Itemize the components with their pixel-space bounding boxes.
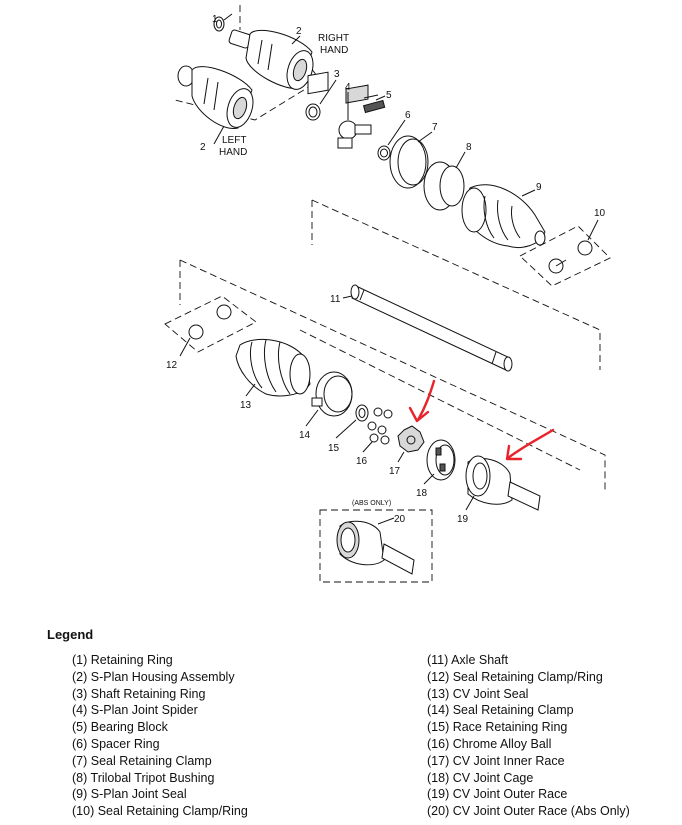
callout-12: 12: [166, 360, 178, 371]
dashed-outline-lower: [179, 259, 606, 492]
legend-item: (14) Seal Retaining Clamp: [427, 703, 574, 718]
callout-13: 13: [240, 400, 252, 411]
part-13-cv-joint-seal: [235, 338, 311, 397]
part-20-outer-race-abs: [319, 509, 433, 583]
legend-item: (10) Seal Retaining Clamp/Ring: [72, 804, 248, 819]
legend-item: (3) Shaft Retaining Ring: [72, 686, 206, 701]
callout-numbers: 1 2 2 3 4 5 6 7 8 9 10 11 12 13 14 15 16…: [166, 14, 606, 525]
callout-2-left: 2: [200, 142, 206, 153]
legend-column-left: (1) Retaining Ring (2) S-Plan Housing Ass…: [72, 652, 248, 820]
part-11-axle-shaft: [350, 284, 513, 372]
legend-item: (18) CV Joint Cage: [427, 770, 534, 785]
part-9-joint-seal: [461, 184, 546, 248]
left-hand-label-1: LEFT: [222, 135, 246, 146]
callout-7: 7: [432, 122, 438, 133]
part-16-chrome-alloy-ball: [367, 407, 393, 445]
callout-18: 18: [416, 488, 428, 499]
callout-14: 14: [299, 430, 311, 441]
part-19-outer-race: [465, 455, 541, 511]
right-hand-label-2: HAND: [320, 45, 348, 56]
legend-item: (17) CV Joint Inner Race: [427, 753, 565, 768]
part-7-seal-retaining-clamp: [389, 135, 429, 189]
callout-3: 3: [334, 69, 340, 80]
part-5-bearing-block: [362, 94, 386, 114]
legend-item: (13) CV Joint Seal: [427, 686, 529, 701]
callout-15: 15: [328, 443, 340, 454]
callout-5: 5: [386, 90, 392, 101]
legend-item: (6) Spacer Ring: [72, 736, 160, 751]
legend-item: (12) Seal Retaining Clamp/Ring: [427, 669, 603, 684]
part-10-clamp-ring: [519, 225, 611, 287]
callout-20: 20: [394, 514, 406, 525]
legend-column-right: (11) Axle Shaft (12) Seal Retaining Clamp…: [427, 652, 630, 820]
callout-2-right: 2: [296, 26, 302, 37]
part-17-inner-race: [397, 425, 425, 453]
callout-9: 9: [536, 182, 542, 193]
part-1-retaining-ring: [213, 13, 233, 32]
callout-16: 16: [356, 456, 368, 467]
callout-1: 1: [212, 14, 218, 25]
callout-11: 11: [330, 294, 341, 305]
part-14-seal-retaining-clamp: [311, 371, 353, 417]
legend-item: (2) S-Plan Housing Assembly: [72, 669, 235, 684]
legend-item: (16) Chrome Alloy Ball: [427, 736, 552, 751]
right-hand-label-1: RIGHT: [318, 33, 349, 44]
legend-item: (7) Seal Retaining Clamp: [72, 753, 212, 768]
part-12-clamp-ring: [164, 295, 257, 353]
left-hand-label-2: HAND: [219, 147, 247, 158]
leader-lines: [179, 35, 599, 525]
part-6-spacer-ring: [377, 145, 391, 161]
legend-item: (20) CV Joint Outer Race (Abs Only): [427, 804, 630, 819]
legend-title: Legend: [47, 627, 94, 642]
part-4-joint-spider: [307, 71, 372, 149]
abs-only-label: (ABS ONLY): [352, 500, 391, 507]
dashed-outline-shaft: [311, 199, 601, 370]
legend-item: (4) S-Plan Joint Spider: [72, 703, 198, 718]
part-2-housing-left: [177, 65, 254, 129]
legend-item: (15) Race Retaining Ring: [427, 720, 568, 735]
part-8-tripot-bushing: [423, 161, 465, 211]
part-3-shaft-retaining-ring: [305, 103, 321, 121]
part-2-housing-right: [228, 29, 314, 90]
callout-6: 6: [405, 110, 411, 121]
callout-19: 19: [457, 514, 469, 525]
part-15-race-retaining-ring: [355, 404, 369, 422]
legend-item: (11) Axle Shaft: [427, 653, 509, 667]
legend-item: (8) Trilobal Tripot Bushing: [72, 770, 215, 785]
exploded-axle-diagram: RIGHT HAND LEFT HAND (ABS ONLY) 1 2 2 3 …: [164, 5, 611, 583]
legend-item: (1) Retaining Ring: [72, 653, 173, 667]
callout-8: 8: [466, 142, 472, 153]
callout-4: 4: [345, 82, 351, 93]
part-18-cv-joint-cage: [426, 439, 456, 481]
legend-item: (19) CV Joint Outer Race: [427, 787, 568, 802]
callout-10: 10: [594, 208, 606, 219]
callout-17: 17: [389, 466, 401, 477]
red-annotation-arrow-right: [505, 428, 555, 461]
legend-item: (9) S-Plan Joint Seal: [72, 787, 187, 802]
red-annotation-arrow-left: [408, 379, 436, 423]
legend-item: (5) Bearing Block: [72, 720, 168, 735]
diagram-labels: RIGHT HAND LEFT HAND (ABS ONLY): [219, 33, 391, 507]
